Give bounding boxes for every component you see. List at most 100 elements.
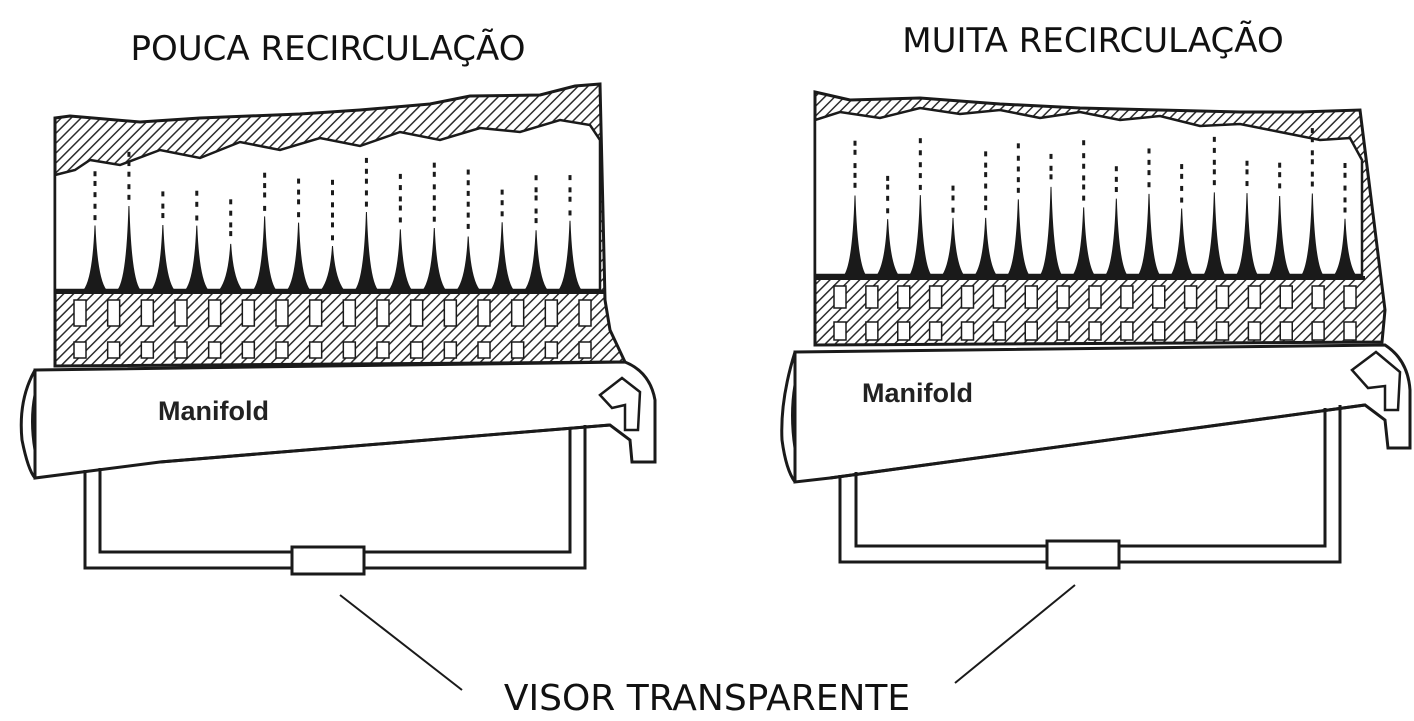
spray-droplet <box>398 173 402 179</box>
spray-droplet <box>1212 180 1216 186</box>
slot-opening <box>342 341 357 359</box>
nozzle-spike <box>116 206 141 291</box>
spray-droplet <box>886 175 890 181</box>
spray-droplet <box>1343 162 1347 168</box>
nozzle-spike <box>558 220 582 291</box>
slot-opening <box>1024 321 1038 341</box>
right-slots <box>833 285 1357 341</box>
spray-droplet <box>466 212 470 218</box>
spray-droplet <box>534 218 538 224</box>
spray-droplet <box>1114 166 1118 172</box>
spray-droplet <box>1016 155 1020 161</box>
spray-droplet <box>951 195 955 201</box>
spray-droplet <box>1082 140 1086 146</box>
slot-opening <box>1088 321 1102 341</box>
spray-droplet <box>853 172 857 178</box>
spray-droplet <box>568 175 572 181</box>
spray-droplet <box>93 180 97 186</box>
nozzle-spike <box>286 222 311 291</box>
slot-opening <box>510 299 525 327</box>
spray-droplet <box>1278 172 1282 178</box>
spray-droplet <box>1114 187 1118 193</box>
spray-droplet <box>918 184 922 190</box>
spray-droplet <box>1310 181 1314 187</box>
nozzle-spike <box>908 195 933 277</box>
slot-opening <box>140 299 155 327</box>
slot-opening <box>443 299 458 327</box>
slot-opening <box>928 285 943 309</box>
spray-droplet <box>951 207 955 213</box>
slot-opening <box>1343 285 1357 309</box>
spray-droplet <box>1180 197 1184 203</box>
nozzle-spike <box>320 245 345 291</box>
spray-droplet <box>297 212 301 218</box>
spray-droplet <box>1049 153 1053 159</box>
spray-droplet <box>1147 170 1151 176</box>
spray-droplet <box>364 168 368 174</box>
spray-droplet <box>918 162 922 168</box>
slot-opening <box>897 321 911 341</box>
spray-droplet <box>1147 148 1151 154</box>
spray-droplet <box>127 194 131 200</box>
nozzle-spike <box>875 219 900 277</box>
nozzle-spike <box>1202 192 1227 277</box>
spray-droplet <box>1082 163 1086 169</box>
left-sight-glass <box>290 545 366 576</box>
slot-opening <box>1215 321 1230 341</box>
spray-droplet <box>297 199 301 205</box>
slot-opening <box>477 341 491 359</box>
spray-droplet <box>127 171 131 177</box>
spray-droplet <box>1212 169 1216 175</box>
spray-droplet <box>568 210 572 216</box>
slot-opening <box>308 341 323 359</box>
nozzle-spike <box>422 228 447 291</box>
left-manifold-label: Manifold <box>158 396 269 426</box>
slot-opening <box>960 321 975 341</box>
spray-droplet <box>1147 159 1151 165</box>
spray-droplet <box>1310 159 1314 165</box>
spray-droplet <box>1310 171 1314 177</box>
spray-droplet <box>331 179 334 185</box>
slot-opening <box>106 341 121 359</box>
nozzle-spike <box>1235 193 1259 277</box>
right-panel: MUITA RECIRCULAÇÃO Manifold <box>780 21 1412 570</box>
spray-droplet <box>263 172 267 178</box>
spray-droplet <box>466 180 470 186</box>
spray-droplet <box>853 182 857 188</box>
spray-droplet <box>161 203 165 209</box>
spray-droplet <box>1180 185 1184 191</box>
spray-droplet <box>500 211 504 217</box>
spray-droplet <box>398 217 402 223</box>
slot-opening <box>1215 285 1230 309</box>
spray-droplet <box>853 149 857 155</box>
nozzle-spike <box>1169 208 1194 277</box>
nozzle-spike <box>973 217 998 277</box>
right-manifold-pipe <box>793 343 1412 484</box>
spray-droplet <box>500 189 504 195</box>
slot-opening <box>106 299 121 327</box>
spray-droplet <box>1212 159 1216 165</box>
slot-opening <box>1056 285 1070 309</box>
spray-droplet <box>984 172 988 178</box>
spray-droplet <box>331 235 334 241</box>
spray-droplet <box>1343 197 1347 203</box>
slot-opening <box>865 321 879 341</box>
left-nozzles <box>83 151 582 291</box>
slot-opening <box>1279 285 1293 309</box>
nozzle-spike <box>490 222 515 291</box>
spray-droplet <box>229 231 233 237</box>
nozzle-spike <box>218 243 243 291</box>
spray-droplet <box>568 187 572 193</box>
spray-droplet <box>1343 185 1347 191</box>
left-froth <box>53 118 602 292</box>
spray-droplet <box>1016 143 1020 149</box>
spray-droplet <box>534 175 538 181</box>
spray-droplet <box>918 138 922 144</box>
spray-droplet <box>534 195 538 201</box>
spray-droplet <box>195 190 199 196</box>
spray-droplet <box>195 201 199 207</box>
slot-opening <box>928 321 943 341</box>
slot-opening <box>1120 285 1134 309</box>
spray-droplet <box>984 195 988 201</box>
